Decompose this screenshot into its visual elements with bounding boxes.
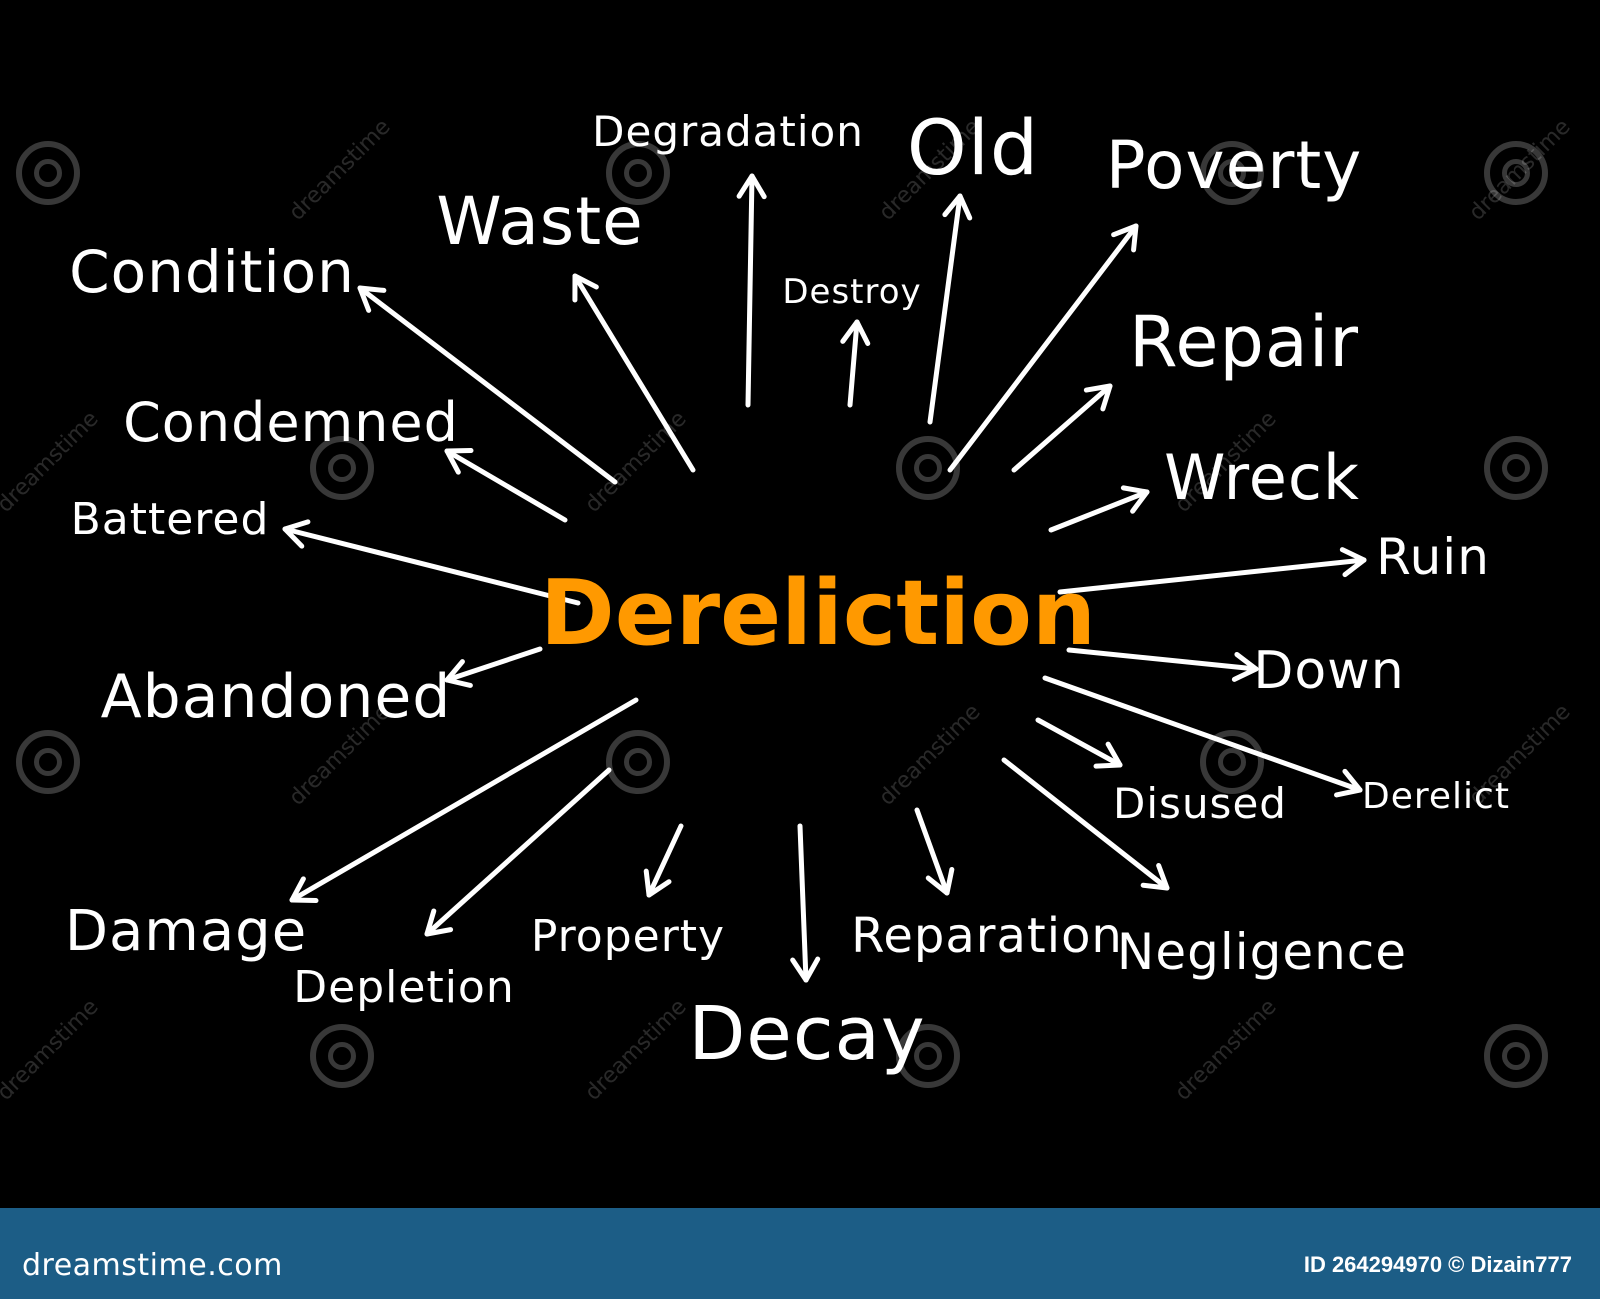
arrow-to-destroy bbox=[840, 319, 871, 408]
watermark-spiral-icon bbox=[16, 141, 80, 205]
arrow-to-depletion bbox=[424, 767, 612, 937]
arrow-to-battered bbox=[282, 519, 581, 606]
arrow-to-reparation bbox=[914, 807, 955, 896]
word-disused: Disused bbox=[1113, 779, 1287, 828]
arrow-to-repair bbox=[1011, 383, 1113, 473]
arrow-to-ruin bbox=[1057, 547, 1367, 595]
footer-site: dreamstime.com bbox=[22, 1248, 283, 1283]
word-waste: Waste bbox=[436, 183, 644, 260]
word-poverty: Poverty bbox=[1105, 127, 1363, 204]
watermark-spiral-icon bbox=[606, 141, 670, 205]
watermark-spiral-icon bbox=[310, 436, 374, 500]
word-degradation: Degradation bbox=[592, 107, 864, 156]
watermark-spiral-icon bbox=[1200, 730, 1264, 794]
arrow-to-wreck bbox=[1048, 485, 1150, 533]
watermark-spiral-icon bbox=[1484, 1024, 1548, 1088]
arrow-to-old bbox=[927, 193, 973, 425]
arrow-to-abandoned bbox=[444, 646, 543, 688]
word-repair: Repair bbox=[1128, 301, 1360, 383]
watermark-spiral-icon bbox=[1484, 141, 1548, 205]
arrow-to-degradation bbox=[736, 173, 767, 408]
word-damage: Damage bbox=[64, 899, 308, 964]
word-old: Old bbox=[906, 103, 1040, 192]
word-condition: Condition bbox=[69, 238, 355, 306]
word-battered: Battered bbox=[70, 494, 270, 545]
watermark-spiral-icon bbox=[16, 730, 80, 794]
arrow-to-decay bbox=[790, 823, 821, 983]
watermark-spiral-icon bbox=[896, 436, 960, 500]
watermark-spiral-icon bbox=[606, 730, 670, 794]
arrow-to-property bbox=[643, 823, 684, 898]
arrow-to-disused bbox=[1035, 717, 1123, 769]
word-destroy: Destroy bbox=[782, 272, 922, 312]
word-condemned: Condemned bbox=[123, 391, 459, 454]
center-topic: Dereliction bbox=[540, 561, 1096, 666]
arrow-to-negligence bbox=[1001, 757, 1170, 891]
footer-bar bbox=[0, 1208, 1600, 1299]
arrows-layer bbox=[282, 173, 1367, 983]
arrow-to-waste bbox=[572, 273, 696, 473]
arrow-to-condemned bbox=[444, 447, 568, 523]
arrow-to-derelict bbox=[1042, 675, 1363, 798]
word-wreck: Wreck bbox=[1164, 441, 1360, 514]
word-depletion: Depletion bbox=[293, 962, 515, 1013]
watermark-spiral-icon bbox=[310, 1024, 374, 1088]
watermark-spiral-icon bbox=[896, 1024, 960, 1088]
word-decay: Decay bbox=[688, 991, 926, 1077]
arrow-to-damage bbox=[289, 697, 639, 904]
arrow-to-condition bbox=[357, 285, 618, 485]
word-down: Down bbox=[1253, 641, 1405, 701]
word-ruin: Ruin bbox=[1376, 528, 1490, 586]
word-derelict: Derelict bbox=[1362, 776, 1510, 817]
word-abandoned: Abandoned bbox=[100, 662, 452, 732]
word-property: Property bbox=[530, 911, 726, 962]
arrow-to-down bbox=[1066, 647, 1259, 682]
word-reparation: Reparation bbox=[851, 908, 1123, 964]
word-negligence: Negligence bbox=[1116, 923, 1408, 981]
watermark-spiral-icon bbox=[1484, 436, 1548, 500]
arrow-to-poverty bbox=[947, 223, 1139, 473]
watermark-spiral-icon bbox=[1200, 141, 1264, 205]
footer-credit: ID 264294970 © Dizain777 bbox=[1303, 1252, 1572, 1277]
